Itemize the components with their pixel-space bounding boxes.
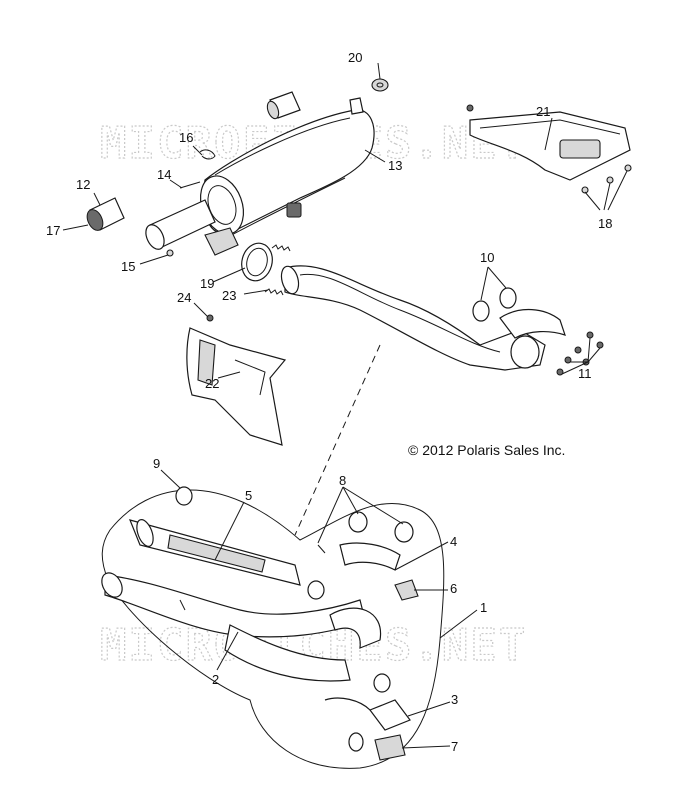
grommet-part (371, 78, 389, 92)
callout-24: 24 (177, 290, 191, 305)
muffler (145, 97, 375, 256)
callout-4: 4 (450, 534, 457, 549)
callout-21: 21 (536, 104, 550, 119)
callout-13: 13 (388, 158, 402, 173)
pipe-bend (329, 542, 401, 649)
spark-arrestor-part (266, 91, 301, 120)
callout-17: 17 (46, 223, 60, 238)
clip-part (199, 149, 216, 160)
shield-screws (581, 164, 632, 194)
clamps (175, 486, 414, 752)
callout-2: 2 (212, 672, 219, 687)
heat-shield-lower (186, 327, 287, 446)
callout-5: 5 (245, 488, 252, 503)
heat-shield-upper (466, 104, 631, 181)
assembly-line (294, 344, 381, 536)
callout-12: 12 (76, 177, 90, 192)
callout-3: 3 (451, 692, 458, 707)
callout-1: 1 (480, 600, 487, 615)
callout-8: 8 (339, 473, 346, 488)
callout-15: 15 (121, 259, 135, 274)
end-cap-part (86, 197, 125, 231)
seal-rings (472, 287, 517, 322)
callout-11: 11 (578, 366, 592, 381)
callout-6: 6 (450, 581, 457, 596)
callout-19: 19 (200, 276, 214, 291)
callout-14: 14 (157, 167, 171, 182)
leader-lines (62, 62, 628, 749)
spring-part (264, 244, 291, 296)
front-header-pipe (128, 519, 301, 586)
callout-23: 23 (222, 288, 236, 303)
callout-22: 22 (205, 376, 219, 391)
mid-pipe (280, 265, 566, 371)
bolt-part (206, 314, 214, 322)
small-parts (317, 544, 419, 761)
callout-7: 7 (451, 739, 458, 754)
callout-18: 18 (598, 216, 612, 231)
copyright-text: © 2012 Polaris Sales Inc. (408, 442, 565, 458)
group-outline (101, 489, 445, 769)
callout-20: 20 (348, 50, 362, 65)
callout-16: 16 (179, 130, 193, 145)
screw-part (166, 249, 174, 257)
gasket-part (241, 242, 273, 282)
callout-9: 9 (153, 456, 160, 471)
callout-10: 10 (480, 250, 494, 265)
pin-part (179, 181, 201, 189)
